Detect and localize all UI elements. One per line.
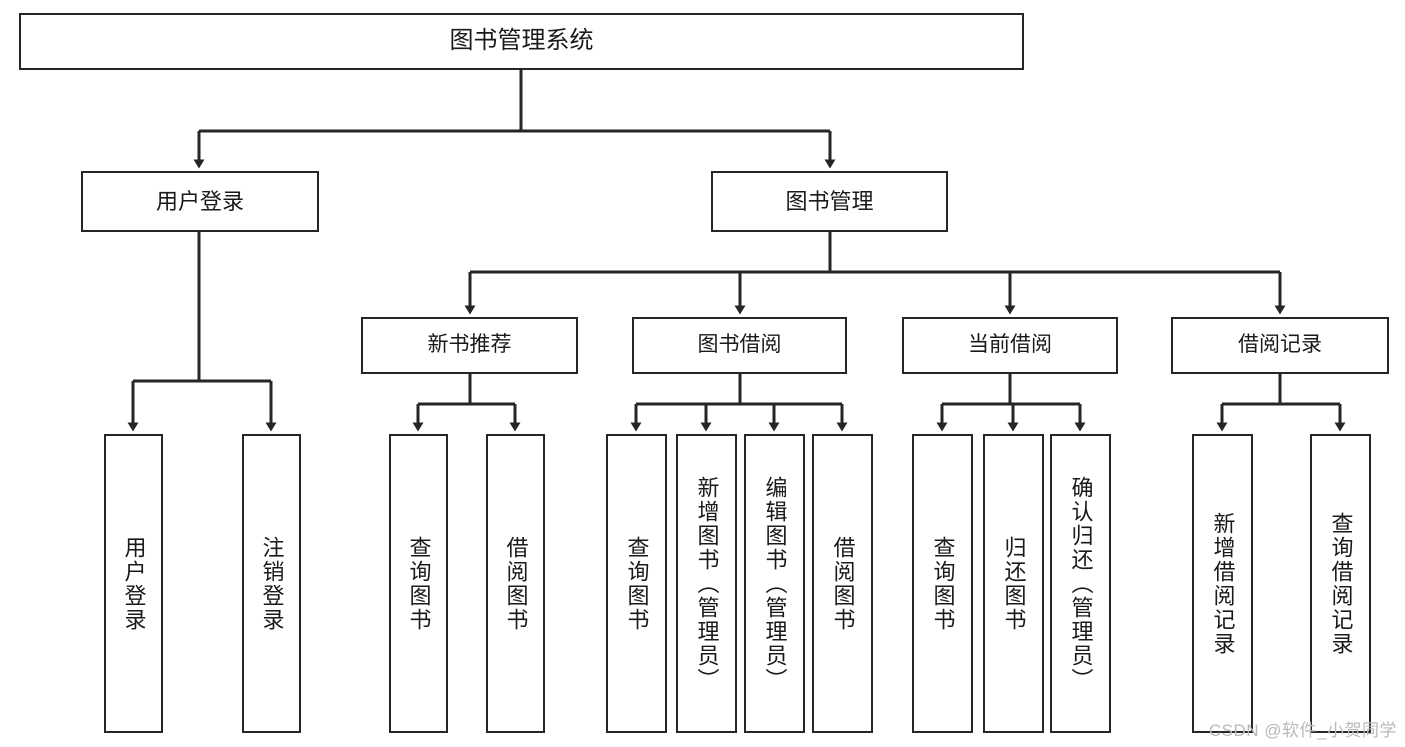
node-root[interactable]: 图书管理系统 [19,13,1024,70]
node-borrow-records-label: 借阅记录 [1238,333,1322,357]
leaf-confirm-return-admin-label: 确认归还（管理员） [1068,475,1094,692]
leaf-borrow-book-newbook-label: 借阅图书 [503,535,529,632]
node-current-borrow[interactable]: 当前借阅 [902,317,1118,374]
node-user-login-label: 用户登录 [155,188,244,214]
leaf-add-borrow-record-label: 新增借阅记录 [1210,511,1236,656]
leaf-edit-book-admin[interactable]: 编辑图书（管理员） [744,434,805,733]
leaf-query-book-current-label: 查询图书 [930,535,956,632]
leaf-query-book-newbook-label: 查询图书 [406,535,432,632]
leaf-user-login-label: 用户登录 [121,535,147,632]
leaf-edit-book-admin-label: 编辑图书（管理员） [762,475,788,692]
leaf-borrow-book-newbook[interactable]: 借阅图书 [486,434,545,733]
leaf-logout[interactable]: 注销登录 [242,434,301,733]
node-book-borrow[interactable]: 图书借阅 [632,317,847,374]
leaf-add-borrow-record[interactable]: 新增借阅记录 [1192,434,1253,733]
leaf-query-borrow-record[interactable]: 查询借阅记录 [1310,434,1371,733]
leaf-query-book-newbook[interactable]: 查询图书 [389,434,448,733]
node-new-book-recommend[interactable]: 新书推荐 [361,317,578,374]
leaf-add-book-admin-label: 新增图书（管理员） [694,475,720,692]
leaf-add-book-admin[interactable]: 新增图书（管理员） [676,434,737,733]
leaf-logout-label: 注销登录 [259,535,285,632]
leaf-query-book-current[interactable]: 查询图书 [912,434,973,733]
leaf-query-book-borrow[interactable]: 查询图书 [606,434,667,733]
leaf-confirm-return-admin[interactable]: 确认归还（管理员） [1050,434,1111,733]
node-book-borrow-label: 图书借阅 [697,333,782,357]
leaf-query-book-borrow-label: 查询图书 [624,535,650,632]
leaf-return-book-label: 归还图书 [1001,535,1027,632]
leaf-borrow-book-label: 借阅图书 [830,535,856,632]
node-new-book-recommend-label: 新书推荐 [427,333,512,357]
watermark-text: CSDN @软件_小贺同学 [1208,721,1397,740]
node-book-management[interactable]: 图书管理 [711,171,948,232]
leaf-user-login[interactable]: 用户登录 [104,434,163,733]
node-root-label: 图书管理系统 [449,27,594,55]
leaf-query-borrow-record-label: 查询借阅记录 [1328,511,1354,656]
node-user-login[interactable]: 用户登录 [81,171,319,232]
leaf-return-book[interactable]: 归还图书 [983,434,1044,733]
node-current-borrow-label: 当前借阅 [968,333,1052,357]
node-book-management-label: 图书管理 [785,188,874,214]
leaf-borrow-book[interactable]: 借阅图书 [812,434,873,733]
node-borrow-records[interactable]: 借阅记录 [1171,317,1389,374]
